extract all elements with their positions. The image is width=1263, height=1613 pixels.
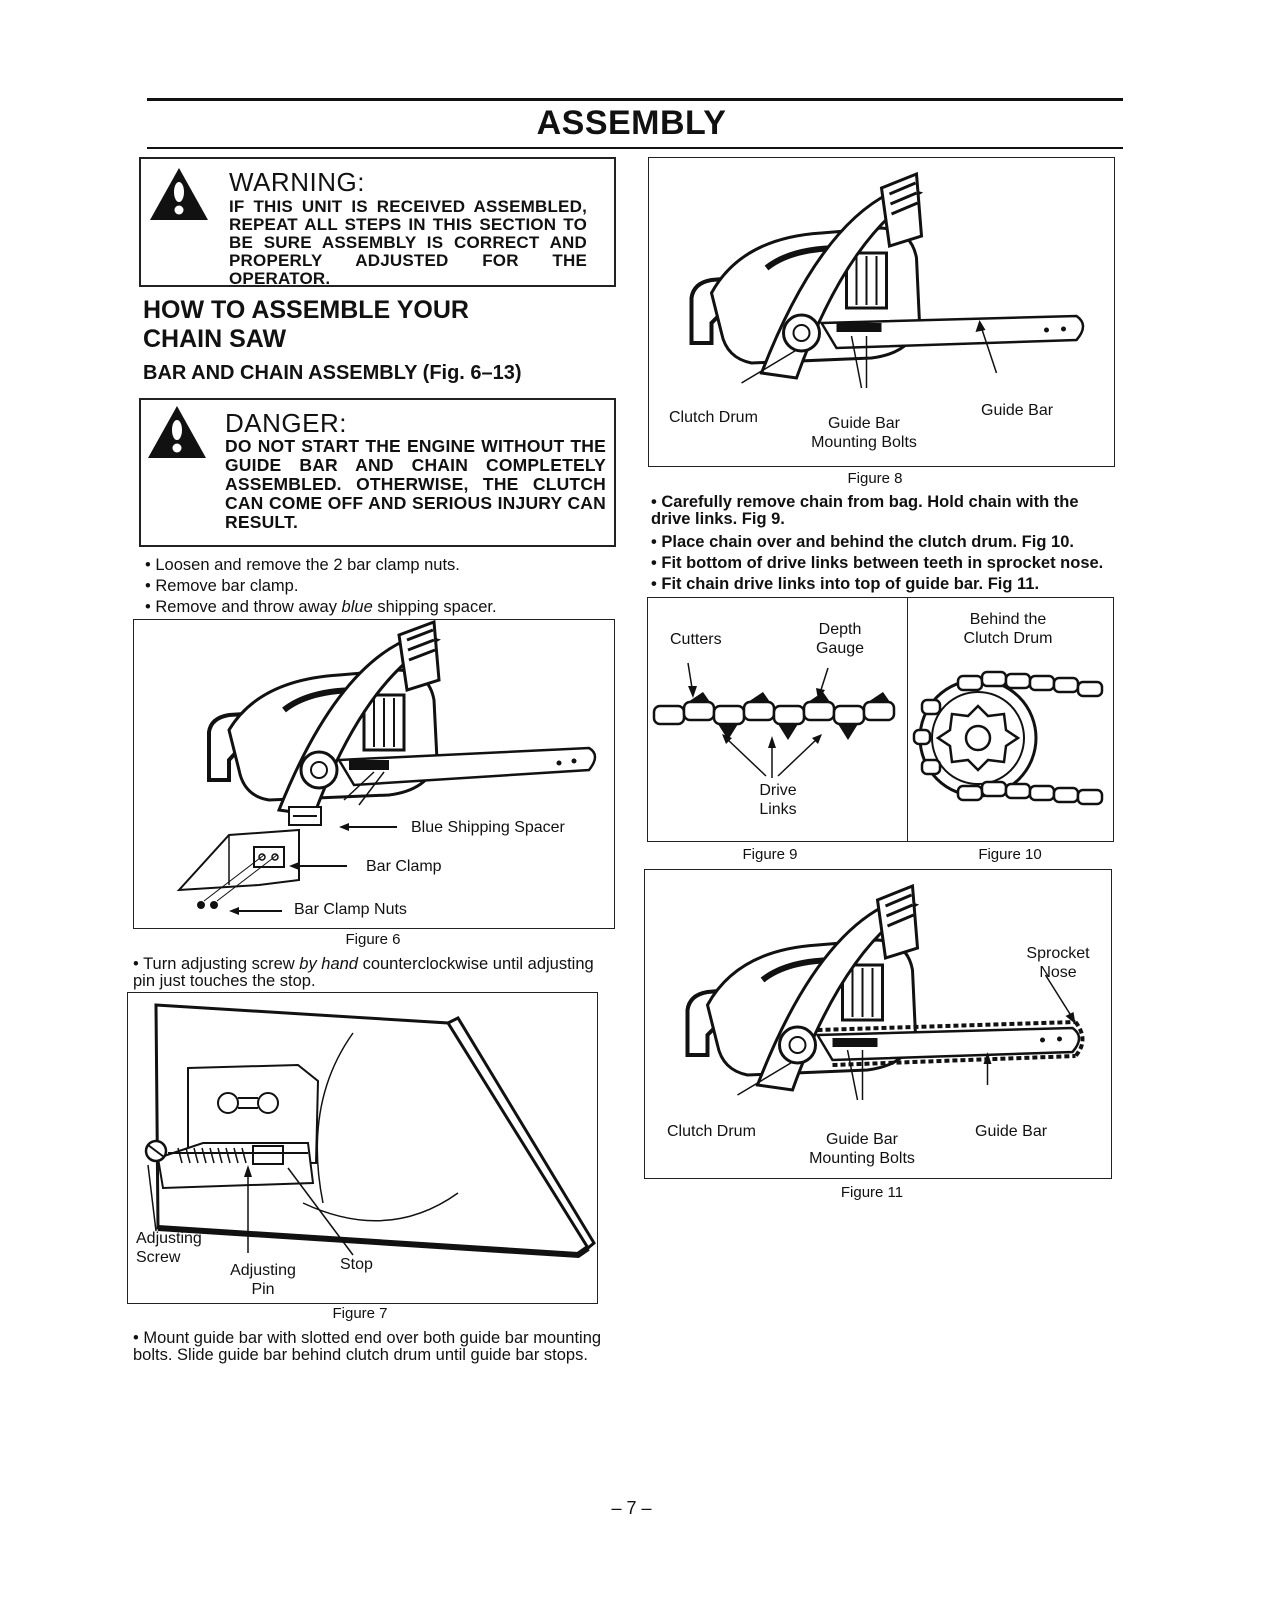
chainsaw-illustration [207,619,597,817]
warning-text: IF THIS UNIT IS RECEIVED ASSEMBLED, REPE… [229,197,587,288]
step-adjust-after: counterclockwise until adjusting pin jus… [133,955,594,990]
label-sprocket-nose: Sprocket Nose [1026,945,1090,981]
label-guide-bar-mounting-bolts: Guide Bar Mounting Bolts [809,1131,915,1167]
label-cutters: Cutters [670,631,722,648]
label-bar-clamp: Bar Clamp [366,858,442,875]
danger-heading: DANGER: [225,408,347,438]
section-heading: HOW TO ASSEMBLE YOUR CHAIN SAW [143,296,469,353]
page-number: – 7 – [611,1498,652,1518]
label-clutch-drum: Clutch Drum [669,409,758,426]
step-remove-spacer: • Remove and throw away blue shipping sp… [145,599,605,616]
chain-on-clutch-drum-illustration [912,670,1104,806]
section-subheading: BAR AND CHAIN ASSEMBLY (Fig. 6–13) [143,362,522,384]
label-adjusting-pin: Adjusting Pin [230,1262,296,1298]
figure-9: Cutters Depth Gauge [647,597,909,842]
label-blue-shipping-spacer: Blue Shipping Spacer [411,819,565,836]
step-remove-clamp: • Remove bar clamp. [145,577,299,595]
step-remove-chain: • Carefully remove chain from bag. Hold … [651,493,1079,528]
title-rule [147,147,1123,149]
caption-figure-7: Figure 7 [332,1305,388,1322]
label-clutch-drum: Clutch Drum [667,1123,756,1140]
label-guide-bar-mounting-bolts: Guide Bar Mounting Bolts [811,415,917,451]
danger-box: DANGER: DO NOT START THE ENGINE WITHOUT … [139,398,616,547]
caption-figure-10: Figure 10 [978,846,1042,863]
step-loosen-nuts: • Loosen and remove the 2 bar clamp nuts… [145,556,460,574]
danger-text: DO NOT START THE ENGINE WITHOUT THE GUID… [225,436,606,532]
label-guide-bar: Guide Bar [975,1123,1048,1140]
figure-8: Clutch Drum Guide Bar Mounting Bolts Gui… [648,157,1115,467]
danger-triangle-icon [148,406,206,458]
chain-segment-illustration [652,662,896,778]
step-spacer-after: shipping spacer. [372,598,497,616]
label-stop: Stop [340,1256,373,1273]
caption-figure-9: Figure 9 [742,846,798,863]
label-guide-bar: Guide Bar [981,402,1054,419]
page-title: ASSEMBLY [536,104,727,142]
step-place-chain: • Place chain over and behind the clutch… [651,533,1074,551]
step-mount-guide-bar: • Mount guide bar with slotted end over … [133,1329,602,1364]
chainsaw-mounted-bar-illustration [689,171,1085,389]
label-adjusting-screw: Adjusting Screw [136,1230,202,1266]
arrow-nuts [229,907,282,915]
arrow-clamp [289,862,347,870]
caption-figure-6: Figure 6 [345,931,401,948]
warning-heading: WARNING: [229,167,365,197]
figure-6: Blue Shipping Spacer Bar Clamp Bar Clamp… [133,619,615,929]
caption-figure-8: Figure 8 [847,470,903,487]
label-bar-clamp-nuts: Bar Clamp Nuts [294,901,407,918]
label-behind-the-clutch-drum: Behind the Clutch Drum [963,611,1053,647]
figure-7: Adjusting Screw Adjusting Pin Stop [127,992,598,1304]
step-fit-top-links: • Fit chain drive links into top of guid… [651,575,1040,593]
warning-triangle-icon [150,168,208,220]
step-fit-bottom-links: • Fit bottom of drive links between teet… [651,554,1104,572]
step-adjust-em: by hand [299,955,358,973]
arrow-spacer [339,823,397,831]
caption-figure-11: Figure 11 [840,1184,904,1201]
step-spacer-before: • Remove and throw away [145,598,342,616]
top-rule [147,98,1123,101]
step-spacer-em: blue [341,598,373,616]
adjuster-illustration [144,1003,596,1259]
spacer-clamp-parts [176,806,322,909]
step-adjust-before: • Turn adjusting screw [133,955,300,973]
step-turn-adjusting-screw: • Turn adjusting screw by hand countercl… [133,956,608,990]
figure-11: Sprocket Nose Clutch Drum Guide Bar Moun… [644,869,1112,1179]
figure-10: Behind the Clutch Drum [907,597,1114,842]
chainsaw-with-chain-illustration [685,883,1085,1101]
label-depth-gauge: Depth Gauge [815,621,865,657]
label-drive-links: Drive Links [759,782,797,818]
warning-box: WARNING: IF THIS UNIT IS RECEIVED ASSEMB… [139,157,616,288]
